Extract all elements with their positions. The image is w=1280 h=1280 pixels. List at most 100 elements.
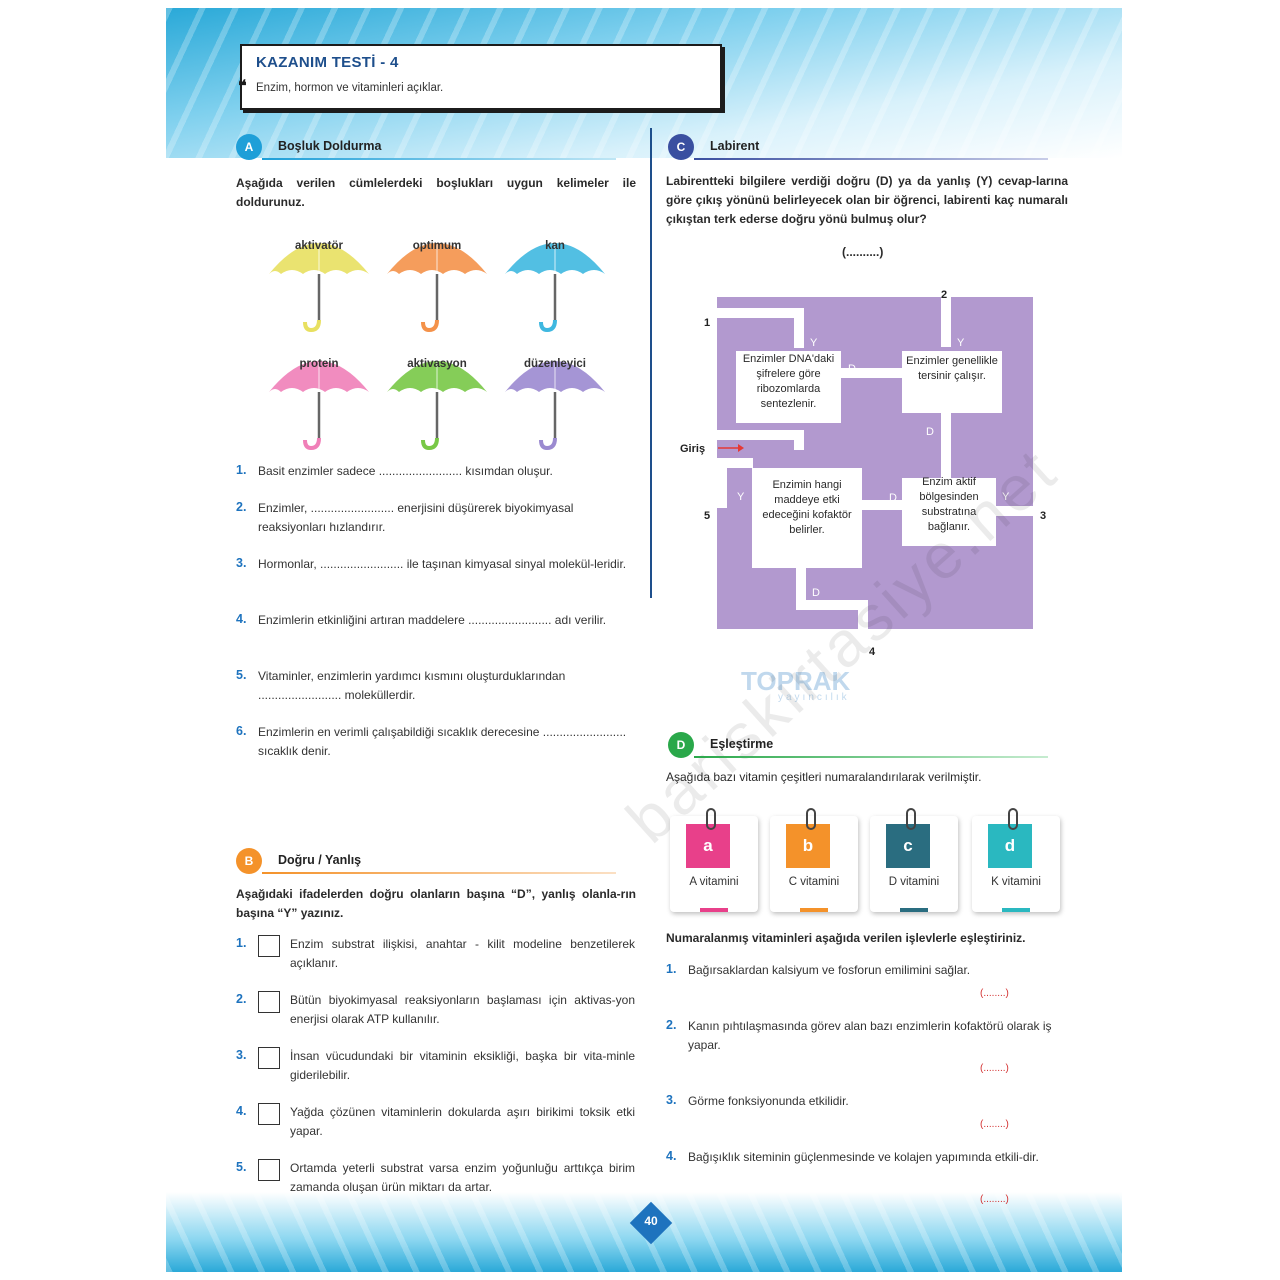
vitamin-card-letter: a [686, 824, 730, 868]
tf-item-number: 4. [236, 1104, 247, 1118]
maze-box-4 [902, 478, 996, 546]
exit-4-label: 4 [869, 646, 876, 658]
section-d-instruction: Aşağıda bazı vitamin çeşitleri numaralan… [666, 770, 982, 784]
match-answer-blank[interactable]: (........) [980, 1119, 1009, 1130]
section-c-rule [694, 158, 1048, 160]
match-item-number: 3. [666, 1093, 677, 1107]
maze-entry-label: Giriş [680, 443, 705, 455]
paperclip-icon [706, 808, 716, 830]
page-title: KAZANIM TESTİ - 4 [256, 54, 399, 71]
page-subtitle: Enzim, hormon ve vitaminleri açıklar. [256, 82, 444, 94]
vitamin-card: c D vitamini [870, 808, 958, 912]
vitamin-card-accent [700, 908, 728, 912]
footer-background [166, 1192, 1122, 1272]
maze-label-d3: D [889, 492, 897, 504]
section-d-title: Eşleştirme [710, 737, 774, 751]
section-a-instruction: Aşağıda verilen cümlelerdeki boşlukları … [236, 176, 636, 209]
maze-label-y3: Y [737, 491, 745, 503]
answer-box[interactable] [258, 1159, 280, 1181]
vitamin-card: b C vitamini [770, 808, 858, 912]
maze-corridor [941, 413, 951, 478]
section-c-header: C Labirent [668, 134, 1058, 160]
fill-item-text: Hormonlar, ......................... ile… [258, 557, 627, 571]
maze-label-d1: D [848, 363, 856, 375]
maze-corridor [861, 500, 906, 510]
section-b-title: Doğru / Yanlış [278, 853, 362, 867]
column-divider [650, 128, 652, 598]
exit-3-label: 3 [1040, 510, 1046, 522]
umbrella-icon [387, 226, 487, 333]
umbrella-word-label: aktivasyon [407, 358, 467, 370]
tf-item-number: 5. [236, 1160, 247, 1174]
umbrella-icon [269, 344, 369, 451]
vitamin-card-accent [800, 908, 828, 912]
maze-diagram: Y D Y D Y D Y D 1 2 3 4 5 Giriş [680, 289, 1046, 658]
section-b-badge: B [236, 848, 262, 874]
maze-label-d2: D [926, 426, 934, 438]
fill-item-text: Enzimlerin etkinliğini artıran maddelere… [258, 613, 607, 627]
tf-item-text: Ortamda yeterli substrat varsa enzim yoğ… [290, 1161, 635, 1194]
umbrella-icon [505, 344, 605, 451]
match-answer-blank[interactable]: (........) [980, 1194, 1009, 1205]
maze-corridor [796, 600, 866, 610]
vitamin-card-letter: c [886, 824, 930, 868]
match-item-text: Bağırsaklardan kalsiyum ve fosforun emil… [688, 963, 971, 977]
fill-item-text: Vitaminler, enzimlerin yardımcı kısmını … [258, 669, 566, 702]
vitamin-card: d K vitamini [972, 808, 1060, 912]
section-a-title: Boşluk Doldurma [278, 139, 382, 153]
maze-corridor [717, 458, 727, 508]
section-b-instruction: Aşağıdaki ifadelerden doğru olanların ba… [236, 887, 636, 920]
title-box: KAZANIM TESTİ - 4 Enzim, hormon ve vitam… [240, 44, 722, 110]
quote-icon: ❝ [238, 78, 247, 95]
umbrella-word-label: aktivatör [295, 240, 343, 252]
fill-item-text: Enzimler, ......................... ener… [258, 501, 574, 534]
match-item-number: 4. [666, 1149, 677, 1163]
section-c-badge: C [668, 134, 694, 160]
tf-item-text: Bütün biyokimyasal reaksiyonların başlam… [290, 993, 635, 1026]
publisher-logo: TOPRAK [741, 666, 851, 696]
fill-item-number: 5. [236, 668, 247, 682]
maze-label-y1: Y [810, 337, 818, 349]
match-answer-blank[interactable]: (........) [980, 988, 1009, 999]
match-item-number: 2. [666, 1018, 677, 1032]
vitamin-card-label: C vitamini [788, 876, 840, 888]
vitamin-card-label: A vitamini [689, 876, 739, 888]
umbrella-word-label: protein [299, 358, 339, 370]
umbrella-icon [505, 226, 605, 333]
fill-item-number: 3. [236, 556, 247, 570]
paperclip-icon [806, 808, 816, 830]
maze-box-4-text: Enzim aktif bölgesinden substratına bağl… [919, 476, 979, 533]
paperclip-icon [906, 808, 916, 830]
answer-box[interactable] [258, 991, 280, 1013]
section-d-rule [694, 756, 1048, 758]
section-d-header: D Eşleştirme [668, 732, 1058, 758]
maze-corridors [717, 297, 1033, 630]
vitamin-card-letter: b [786, 824, 830, 868]
page-number: 40 [644, 1214, 658, 1228]
maze-corridor [717, 308, 803, 318]
maze-corridor [796, 568, 806, 608]
section-b-rule [262, 872, 616, 874]
section-a-header: A Boşluk Doldurma [236, 134, 626, 160]
paperclip-icon [1008, 808, 1018, 830]
umbrella-icon [387, 344, 487, 451]
vitamin-card-label: D vitamini [888, 876, 940, 888]
maze-box-1 [736, 351, 841, 423]
answer-box[interactable] [258, 1103, 280, 1125]
fill-item-number: 2. [236, 500, 247, 514]
answer-box[interactable] [258, 935, 280, 957]
match-answer-blank[interactable]: (........) [980, 1063, 1009, 1074]
vitamin-card-label: K vitamini [991, 876, 1041, 888]
maze-box-2-text: Enzimler genellikle tersinir çalışır. [906, 355, 998, 382]
section-a-rule [262, 158, 616, 160]
tf-item-text: Yağda çözünen vitaminlerin dokularda aşı… [290, 1105, 635, 1138]
maze-path-labels: Y D Y D Y D Y D [737, 337, 1010, 599]
answer-box[interactable] [258, 1047, 280, 1069]
vitamin-card-letter: d [988, 824, 1032, 868]
match-item-number: 1. [666, 962, 677, 976]
maze-corridor [794, 308, 804, 348]
maze-corridor [717, 458, 753, 468]
tf-item-text: Enzim substrat ilişkisi, anahtar - kilit… [290, 937, 635, 970]
section-b-header: B Doğru / Yanlış [236, 848, 626, 874]
publisher-logo-sub: yayıncılık [778, 692, 850, 703]
